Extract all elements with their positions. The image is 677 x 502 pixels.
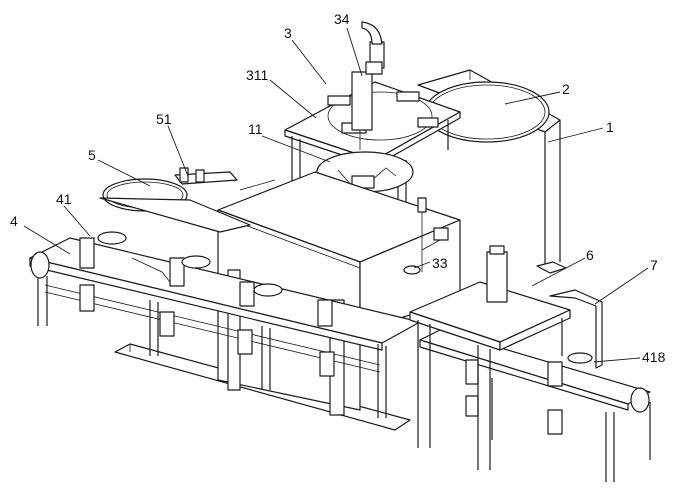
left-table <box>99 167 276 233</box>
right-conveyor <box>419 329 651 482</box>
label-418: 418 <box>642 349 666 365</box>
label-7: 7 <box>650 257 658 273</box>
label-1: 1 <box>606 119 614 135</box>
label-51: 51 <box>156 111 172 127</box>
cylinder-34 <box>351 21 385 150</box>
clamp-stations <box>79 231 335 377</box>
part-labels: 34 3 311 2 51 1 5 11 41 4 33 6 7 418 <box>10 11 666 365</box>
label-6: 6 <box>586 247 594 263</box>
label-41: 41 <box>56 191 72 207</box>
label-311: 311 <box>246 67 269 83</box>
label-4: 4 <box>10 213 18 229</box>
label-11: 11 <box>248 121 263 137</box>
label-2: 2 <box>562 81 570 97</box>
label-33: 33 <box>432 255 448 271</box>
label-5: 5 <box>88 147 96 163</box>
label-34: 34 <box>334 11 350 27</box>
leader-lines <box>23 27 649 363</box>
label-3: 3 <box>284 25 292 41</box>
station-6 <box>409 245 603 470</box>
